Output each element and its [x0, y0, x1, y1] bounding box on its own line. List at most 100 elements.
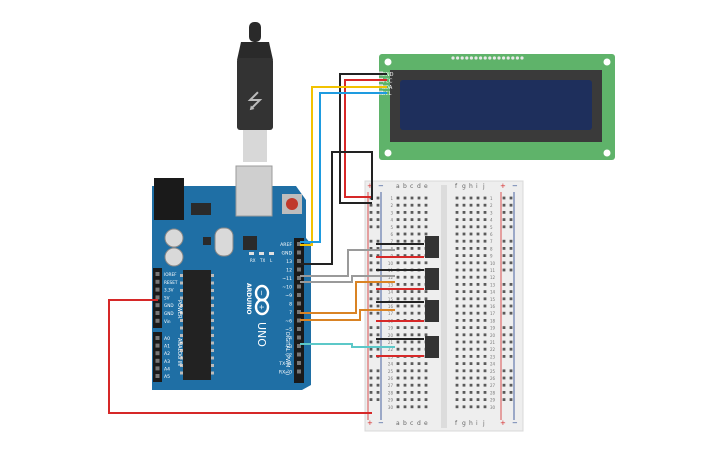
breadboard-hole — [403, 347, 407, 351]
breadboard-hole — [424, 261, 428, 265]
row-number: 17 — [490, 311, 496, 316]
breadboard-hole — [410, 398, 414, 401]
rail-hole — [509, 311, 513, 315]
breadboard-hole — [476, 218, 480, 221]
digital-pin-label: AREF — [280, 242, 292, 248]
breadboard-hole — [476, 290, 480, 293]
breadboard-hole — [403, 304, 407, 308]
breadboard-hole — [469, 405, 473, 409]
digital-pin-label: 4 — [289, 336, 292, 342]
rail-hole — [376, 340, 380, 344]
chip-leg — [180, 319, 183, 322]
breadboard-hole — [455, 362, 459, 365]
breadboard-hole — [396, 232, 400, 236]
row-number: 30 — [388, 405, 394, 410]
breadboard-hole — [462, 232, 466, 236]
breadboard-hole — [396, 376, 400, 380]
breadboard-hole — [483, 225, 487, 229]
breadboard-hole — [476, 355, 480, 358]
breadboard-hole — [455, 326, 459, 329]
breadboard-hole — [483, 311, 487, 315]
lcd-pin-label: SCL — [382, 91, 392, 97]
chip-leg — [180, 289, 183, 292]
breadboard-hole — [417, 340, 421, 344]
status-led — [259, 252, 264, 255]
power-pin-label: 5V — [164, 295, 170, 300]
rail-hole — [509, 290, 513, 293]
rail-hole — [509, 326, 513, 329]
breadboard-hole — [417, 232, 421, 236]
column-letter: e — [424, 420, 428, 427]
breadboard-hole — [462, 247, 466, 250]
breadboard-hole — [455, 211, 459, 214]
breadboard-hole — [455, 333, 459, 337]
breadboard-hole — [462, 319, 466, 322]
wire-lcd-vcc — [344, 79, 387, 198]
breadboard-hole — [483, 297, 487, 301]
breadboard-hole — [455, 268, 459, 272]
lcd-header-pin — [520, 56, 524, 60]
lcd-header-pin — [511, 56, 515, 60]
rail-hole — [509, 268, 513, 272]
breadboard-hole — [396, 383, 400, 387]
breadboard-hole — [396, 203, 400, 207]
breadboard-hole — [410, 247, 414, 250]
breadboard-hole — [417, 283, 421, 286]
row-number: 28 — [388, 390, 394, 395]
breadboard-hole — [424, 383, 428, 387]
breadboard-hole — [410, 333, 414, 337]
rail-hole — [502, 391, 506, 394]
breadboard-hole — [476, 383, 480, 387]
rail-hole — [502, 376, 506, 380]
breadboard-hole — [410, 218, 414, 221]
breadboard-hole — [410, 369, 414, 373]
rail-hole — [369, 290, 373, 293]
breadboard-hole — [476, 391, 480, 394]
rail-hole — [369, 247, 373, 250]
analog-pin-label: A4 — [164, 366, 170, 372]
chip-leg — [180, 364, 183, 367]
breadboard-hole — [462, 283, 466, 286]
breadboard-hole — [417, 383, 421, 387]
breadboard-hole — [396, 211, 400, 214]
breadboard-hole — [476, 232, 480, 236]
breadboard-hole — [469, 347, 473, 351]
breadboard-hole — [396, 333, 400, 337]
digital-caption: DIGITAL (PWM ~) — [284, 332, 290, 375]
breadboard-hole — [455, 232, 459, 236]
chip-leg — [211, 296, 214, 300]
row-number: 13 — [388, 282, 394, 287]
breadboard-hole — [469, 211, 473, 214]
breadboard-hole — [476, 398, 480, 401]
digital-pin — [297, 259, 301, 263]
breadboard-hole — [483, 340, 487, 344]
breadboard-hole — [476, 376, 480, 380]
breadboard-hole — [403, 333, 407, 337]
rail-hole — [369, 211, 373, 214]
breadboard-hole — [476, 311, 480, 315]
breadboard-hole — [424, 211, 428, 214]
rail-hole — [509, 261, 513, 265]
breadboard-hole — [417, 347, 421, 351]
lcd-header-pin — [483, 56, 487, 60]
rail-hole — [369, 355, 373, 358]
breadboard-hole — [396, 405, 400, 409]
rail-hole — [509, 283, 513, 286]
breadboard-hole — [469, 398, 473, 401]
breadboard-hole — [462, 355, 466, 358]
breadboard-hole — [462, 239, 466, 243]
breadboard-hole — [417, 376, 421, 380]
breadboard-hole — [410, 340, 414, 344]
breadboard-hole — [476, 247, 480, 250]
chip-leg — [180, 296, 183, 300]
rail-hole — [502, 326, 506, 329]
breadboard-hole — [396, 347, 400, 351]
breadboard-hole — [462, 297, 466, 301]
chip-leg — [211, 274, 214, 277]
led-label: TX — [259, 258, 265, 263]
breadboard-hole — [462, 225, 466, 229]
rail-hole — [376, 376, 380, 380]
row-number: 5 — [390, 225, 393, 230]
breadboard-hole — [483, 369, 487, 373]
breadboard-hole — [469, 232, 473, 236]
